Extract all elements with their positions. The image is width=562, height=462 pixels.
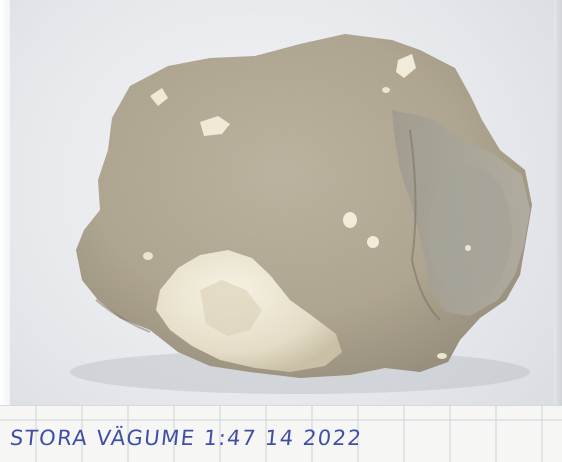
- specimen-label: STORA VÄGUME 1:47 14 2022: [0, 405, 562, 462]
- white-inclusion: [465, 245, 471, 251]
- white-inclusion: [343, 212, 357, 228]
- white-inclusion: [437, 353, 447, 359]
- white-inclusion: [367, 236, 379, 248]
- white-nodule-shading: [200, 280, 262, 336]
- white-inclusion: [396, 54, 416, 78]
- white-inclusion: [150, 88, 168, 106]
- shadow-edge: [554, 0, 562, 462]
- rock-crevice: [409, 129, 441, 321]
- graph-paper-grid: [0, 406, 562, 462]
- light-edge: [0, 0, 10, 462]
- rock-crevice: [95, 299, 151, 333]
- white-inclusion: [382, 87, 390, 93]
- white-inclusion: [200, 116, 230, 136]
- specimen-label-text: STORA VÄGUME 1:47 14 2022: [8, 426, 364, 450]
- rock-specimen: [70, 34, 532, 394]
- white-inclusion: [143, 252, 153, 260]
